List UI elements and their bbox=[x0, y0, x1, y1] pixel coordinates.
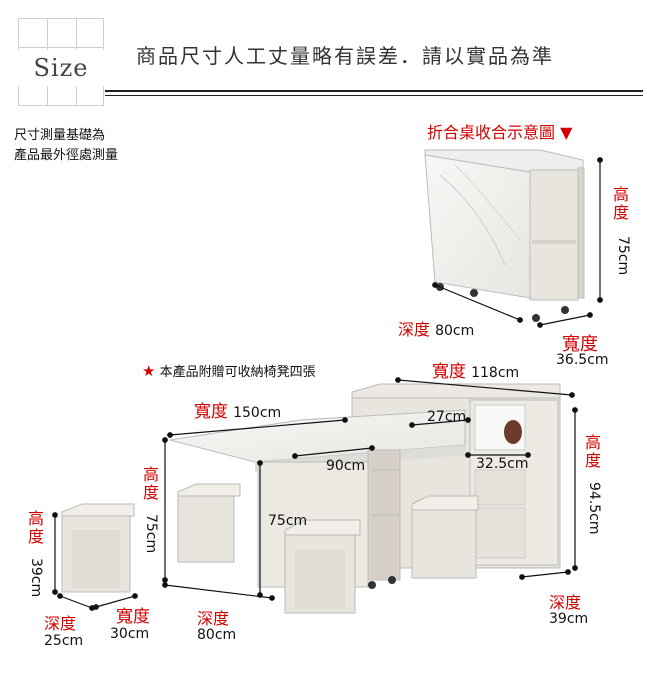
page-title: 商品尺寸人工丈量略有誤差．請以實品為準 bbox=[136, 44, 554, 68]
cabinet-height-value: 94.5cm bbox=[586, 482, 602, 535]
header-rule-thin bbox=[105, 95, 643, 96]
table-width-value: 150cm bbox=[233, 405, 282, 421]
table-width: 寬度 150cm bbox=[194, 397, 281, 422]
folded-width-label: 寬度 bbox=[562, 334, 598, 355]
stool-back bbox=[177, 483, 241, 563]
folded-height-value: 75cm bbox=[615, 236, 631, 276]
inner-90: 90cm bbox=[326, 458, 366, 474]
stool-left bbox=[61, 503, 135, 593]
gift-note-text: 本產品附贈可收納椅凳四張 bbox=[159, 365, 316, 380]
stool-width-label: 寬度 bbox=[116, 607, 150, 627]
stool-width-value: 30cm bbox=[110, 626, 150, 642]
cabinet-depth-label: 深度 bbox=[549, 593, 582, 612]
folded-table-drawing bbox=[424, 149, 585, 322]
stools-drawing bbox=[61, 483, 479, 614]
stool-front bbox=[284, 519, 361, 614]
table-height-value: 75cm bbox=[143, 514, 159, 554]
inner-32-5: 32.5cm bbox=[476, 456, 529, 472]
size-label: Size bbox=[18, 50, 104, 86]
table-height-text: 高度 bbox=[142, 465, 159, 502]
inner-75: 75cm bbox=[268, 513, 308, 529]
stool-right bbox=[411, 495, 479, 579]
gift-note: ★ 本產品附贈可收納椅凳四張 bbox=[142, 361, 316, 380]
table-depth-value: 80cm bbox=[197, 627, 237, 643]
stool-height-text: 高度 bbox=[27, 509, 44, 546]
folded-caption: 折合桌收合示意圖 ▼ bbox=[427, 123, 573, 142]
table-width-label: 寬度 bbox=[194, 402, 228, 422]
folded-dimension-lines bbox=[432, 157, 603, 328]
inner-27: 27cm bbox=[427, 409, 467, 425]
cabinet-height-label: 高度 bbox=[584, 434, 602, 470]
measure-note-line2: 產品最外徑處測量 bbox=[14, 148, 119, 163]
header-rule bbox=[105, 90, 643, 92]
cabinet-width: 寬度 118cm bbox=[432, 357, 519, 382]
cabinet-depth-value: 39cm bbox=[549, 611, 589, 627]
stool-height-label: 高度 bbox=[27, 510, 45, 546]
stool-height-value: 39cm bbox=[28, 558, 44, 598]
folded-depth: 深度 80cm bbox=[398, 316, 474, 340]
expanded-dimension-lines bbox=[52, 377, 578, 611]
folded-height-text: 高度 bbox=[612, 185, 629, 222]
folded-width-value: 36.5cm bbox=[556, 352, 609, 368]
folded-height-label: 高度 bbox=[612, 186, 630, 222]
measure-note: 尺寸測量基礎為 產品最外徑處測量 bbox=[14, 126, 118, 166]
table-depth-label: 深度 bbox=[197, 609, 230, 628]
cabinet-width-label: 寬度 bbox=[432, 362, 466, 382]
stool-depth-value: 25cm bbox=[44, 633, 84, 649]
folded-depth-value: 80cm bbox=[435, 323, 475, 339]
stool-depth-label: 深度 bbox=[44, 614, 77, 633]
cabinet-height-text: 高度 bbox=[584, 433, 601, 470]
measure-note-line1: 尺寸測量基礎為 bbox=[14, 128, 106, 143]
folded-depth-label: 深度 bbox=[398, 320, 431, 339]
table-height-label: 高度 bbox=[142, 466, 160, 502]
cabinet-width-value: 118cm bbox=[471, 365, 520, 381]
star-icon: ★ bbox=[142, 362, 156, 380]
